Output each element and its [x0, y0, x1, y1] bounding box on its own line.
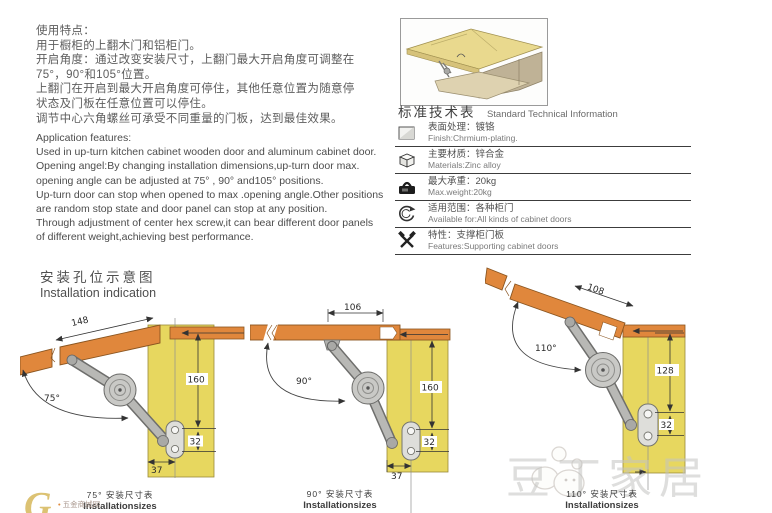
- installation-diagram-75: 148 75° 160 32 37: [20, 315, 245, 478]
- installation-title-en: Installation indication: [40, 286, 157, 300]
- features-en-line: Opening angel:By changing installation d…: [36, 160, 360, 173]
- caption-cn: 75° 安装尺寸表: [86, 490, 154, 500]
- features-cn-line: 上翻门在开启到最大开启角度可停住，其他任意位置为随意停: [36, 83, 355, 96]
- features-cn-line: 开启角度：通过改变安装尺寸，上翻门最大开启角度可调整在: [36, 54, 355, 67]
- door-panel-fragment: [485, 267, 508, 291]
- arm-plate-joint: [157, 435, 169, 447]
- features-english: Application features: Used in up-turn ki…: [36, 131, 396, 245]
- tech-table-heading: 标准技术表 Standard Technical Information: [398, 101, 698, 122]
- arm-plate-joint: [386, 437, 398, 449]
- tech-table: 表面处理：镀铬 Finish:Chrmium-plating. 主要材质：锌合金…: [395, 120, 691, 255]
- watermark-mascot: [531, 446, 585, 497]
- diagram-caption-110: 110° 安装尺寸表 Installationsizes: [537, 488, 667, 511]
- application-rotate-icon: [395, 204, 419, 224]
- features-en-line: are random stop state and door panel can…: [36, 203, 328, 216]
- table-row: 适用范围：各种柜门 Available for:All kinds of cab…: [395, 201, 691, 228]
- footer-site-name: 五金商城网: [62, 500, 101, 509]
- features-chinese: 使用特点： 用于橱柜的上翻木门和铝柜门。 开启角度：通过改变安装尺寸，上翻门最大…: [36, 24, 392, 126]
- dim-height: 160: [188, 376, 205, 386]
- features-cn-line: 调节中心六角螺丝可承受不同重量的门板，达到最佳效果。: [36, 112, 343, 125]
- table-row: 主要材质：锌合金 Materials:Zinc alloy: [395, 147, 691, 174]
- screw-hole: [170, 425, 180, 435]
- features-en-line: Used in up-turn kitchen cabinet wooden d…: [36, 146, 377, 159]
- caption-en: Installationsizes: [83, 501, 157, 512]
- diagram-caption-90: 90° 安装尺寸表 Installationsizes: [275, 488, 405, 511]
- row-text-cn: 适用范围：各种柜门: [428, 202, 514, 214]
- watermark-text: 豆丁家居: [506, 454, 710, 503]
- finish-plate-icon: [395, 123, 419, 143]
- dim-door-length: 108: [586, 283, 606, 298]
- tech-table-title-cn: 标准技术表: [398, 105, 476, 120]
- door-catch-notch: [379, 326, 398, 340]
- dim-hole-spacing: 32: [190, 438, 201, 448]
- dim-door-length: 106: [344, 303, 361, 313]
- dim-angle: 75°: [44, 394, 60, 404]
- tech-table-title-en: Standard Technical Information: [486, 109, 618, 120]
- caption-en: Installationsizes: [565, 500, 639, 511]
- mounting-plate: [637, 403, 659, 447]
- caption-cn: 90° 安装尺寸表: [306, 489, 374, 499]
- row-text-en: Materials:Zinc alloy: [428, 160, 501, 170]
- dim-angle: 90°: [296, 377, 312, 387]
- arm-plate-joint: [625, 419, 637, 431]
- table-row: 特性：支撑柜门板 Features:Supporting cabinet doo…: [395, 228, 691, 255]
- table-row: 表面处理：镀铬 Finish:Chrmium-plating.: [395, 120, 691, 147]
- features-en-line: Through adjustment of center hex screw,i…: [36, 217, 374, 230]
- dim-height: 128: [657, 367, 674, 377]
- dim-door-length: 148: [71, 315, 90, 329]
- dim-hole-spacing: 32: [661, 421, 672, 431]
- row-text-en: Max.weight:20kg: [428, 187, 492, 197]
- features-tools-icon: [395, 231, 419, 251]
- arm-door-joint: [327, 341, 337, 351]
- cabinet-illustration: [400, 18, 548, 106]
- door-panel-fragment: [20, 348, 53, 376]
- features-cn-line: 状态及门板在任意位置可以停住。: [36, 97, 213, 110]
- material-cube-icon: [395, 150, 419, 170]
- dim-depth: 37: [151, 466, 162, 476]
- features-en-line: Application features:: [36, 132, 132, 144]
- features-en-line: of different weight,achieving best perfo…: [36, 231, 254, 244]
- diagram-caption-75: 75° 安装尺寸表 Installationsizes: [55, 489, 185, 512]
- screw-hole: [643, 409, 653, 419]
- row-text-cn: 最大承重：20kg: [428, 175, 497, 187]
- door-catch-notch: [598, 321, 618, 341]
- row-text-cn: 主要材质：锌合金: [428, 148, 505, 160]
- arm-door-joint: [564, 316, 576, 328]
- dim-height: 160: [422, 384, 439, 394]
- features-cn-line: 使用特点：: [36, 25, 95, 37]
- installation-diagram-110: 108 110° 128 32: [485, 267, 686, 490]
- table-row: 最大承重：20kg Max.weight:20kg: [395, 174, 691, 201]
- mounting-plate: [401, 421, 421, 461]
- dim-angle: 110°: [535, 344, 557, 354]
- cabinet-illustration-drawing: [405, 28, 544, 100]
- screw-hole: [406, 426, 416, 436]
- features-en-line: opening angle can be adjusted at 75° , 9…: [36, 174, 324, 187]
- brand-logo: G: [24, 487, 51, 513]
- installation-title-cn: 安装孔位示意图: [40, 270, 156, 285]
- row-text-en: Finish:Chrmium-plating.: [428, 133, 518, 143]
- row-text-en: Features:Supporting cabinet doors: [428, 241, 559, 251]
- screw-hole: [170, 444, 180, 454]
- bullet-icon: •: [58, 500, 61, 509]
- row-text-cn: 特性：支撑柜门板: [428, 229, 505, 241]
- features-cn-line: 用于橱柜的上翻木门和铝柜门。: [36, 39, 202, 52]
- features-en-line: Up-turn door can stop when opened to max…: [36, 188, 384, 201]
- row-text-en: Available for:All kinds of cabinet doors: [428, 214, 572, 224]
- cabinet-side-panel: [622, 336, 686, 474]
- screw-hole: [643, 431, 653, 441]
- row-text-cn: 表面处理：镀铬: [428, 121, 495, 133]
- caption-cn: 110° 安装尺寸表: [566, 489, 638, 499]
- dim-depth: 37: [391, 472, 402, 482]
- features-cn-line: 75°，90°和105°位置。: [36, 68, 157, 81]
- screw-hole: [406, 446, 416, 456]
- brand-logo-letter: G: [24, 485, 52, 513]
- max-weight-icon: [395, 177, 419, 197]
- installation-heading: 安装孔位示意图 Installation indication: [40, 266, 156, 300]
- dim-hole-spacing: 32: [424, 438, 435, 448]
- arm-door-joint: [66, 354, 78, 366]
- footer-site-text: •五金商城网: [58, 499, 100, 510]
- caption-en: Installationsizes: [303, 500, 377, 511]
- installation-diagram-90: 106 90° 160 32 37: [250, 303, 451, 513]
